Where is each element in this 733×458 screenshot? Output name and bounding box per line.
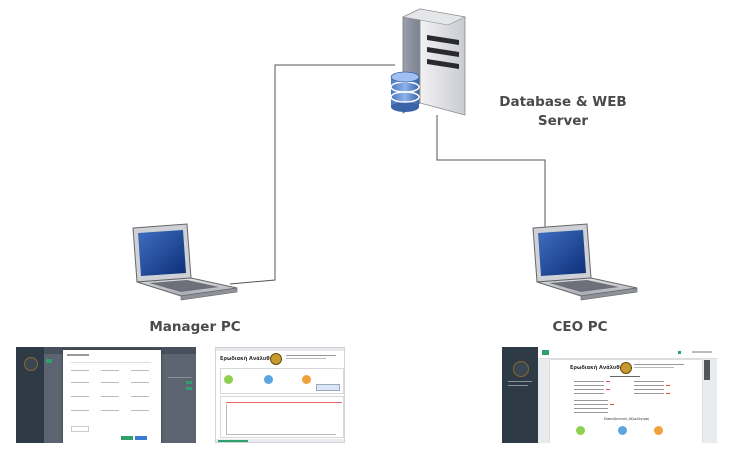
thumb3-circle-orange [654, 426, 663, 435]
thumb3-circle-blue [618, 426, 627, 435]
thumb2-circle-orange [302, 375, 311, 384]
manager-app-screenshot [16, 347, 196, 443]
database-icon [390, 71, 420, 112]
manager-laptop-icon [132, 223, 238, 301]
thumb1-modal [63, 350, 161, 443]
thumb3-emblem [620, 362, 632, 374]
thumb1-cancel-button [135, 436, 147, 440]
thumb2-circle-green [224, 375, 233, 384]
thumb3-circle-green [576, 426, 585, 435]
manager-label: Manager PC [149, 319, 241, 335]
thumb2-emblem [270, 353, 282, 365]
server-to-manager-line [229, 64, 395, 285]
thumb3-title: Ερωδιακή Ανάλυθ [570, 365, 620, 371]
thumb3-page: Ερωδιακή Ανάλυθ Εκπαιδευτική Αξιολόγηση [550, 360, 702, 443]
thumb1-avatar [24, 357, 38, 371]
thumb1-save-button [121, 436, 133, 440]
ceo-dashboard-screenshot: Ερωδιακή Ανάλυθ Εκπαιδευτική Αξιολόγηση [502, 347, 717, 443]
server-label-line2: Server [537, 113, 589, 129]
server-to-ceo-line [436, 115, 546, 232]
thumb3-scrollbar [704, 360, 710, 380]
thumb3-avatar [513, 361, 529, 377]
ceo-label: CEO PC [552, 319, 608, 335]
thumb3-section: Εκπαιδευτική Αξιολόγηση [604, 417, 650, 421]
ceo-laptop-icon [532, 223, 638, 301]
server-label-line1: Database & WEB [499, 94, 627, 110]
report-screenshot: Ερωδιακή Ανάλυθ [215, 347, 345, 443]
server-label: Database & WEB Server [488, 93, 638, 131]
thumb3-topbar [538, 347, 717, 359]
thumb2-title: Ερωδιακή Ανάλυθ [220, 356, 270, 362]
thumb1-green-tag [46, 359, 52, 363]
thumb3-green-button [542, 350, 549, 355]
server-icon [390, 8, 466, 116]
thumb2-circle-blue [264, 375, 273, 384]
